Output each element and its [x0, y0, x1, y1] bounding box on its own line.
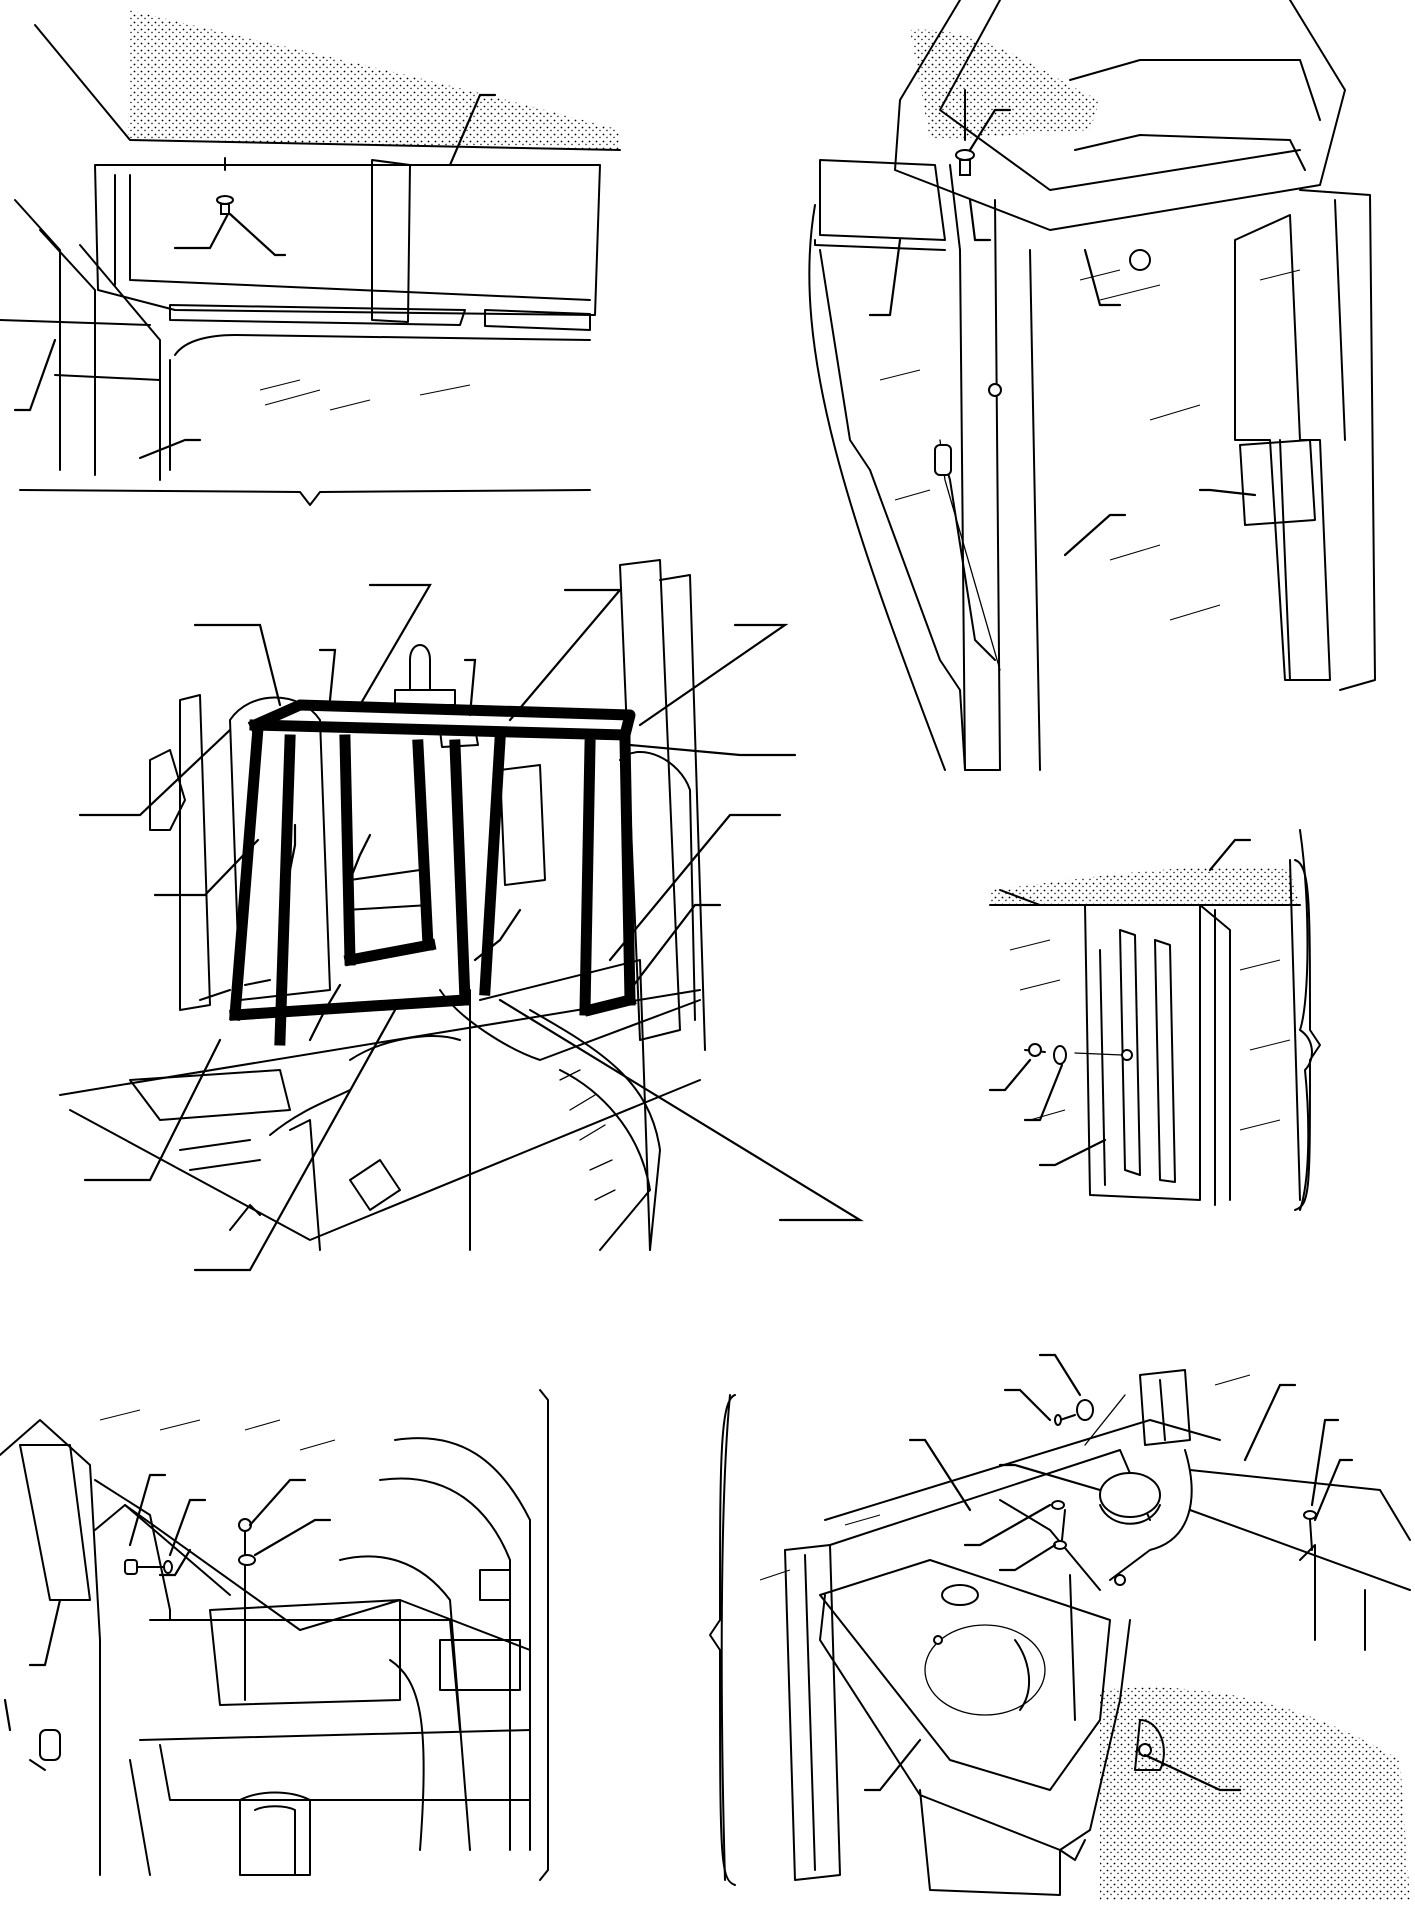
panel-bottom-right-storage-bin: [720, 1353, 1411, 1900]
panel-top-right-door-frame: [808, 0, 1376, 771]
panel-mid-right-post: [988, 829, 1313, 1211]
panel-center-cab-frame: [59, 559, 864, 1272]
panel-brackets: [709, 859, 1321, 1886]
panel-bottom-left-floor-console: [0, 1389, 549, 1881]
panel-top-left-roof-trim: [0, 10, 621, 506]
